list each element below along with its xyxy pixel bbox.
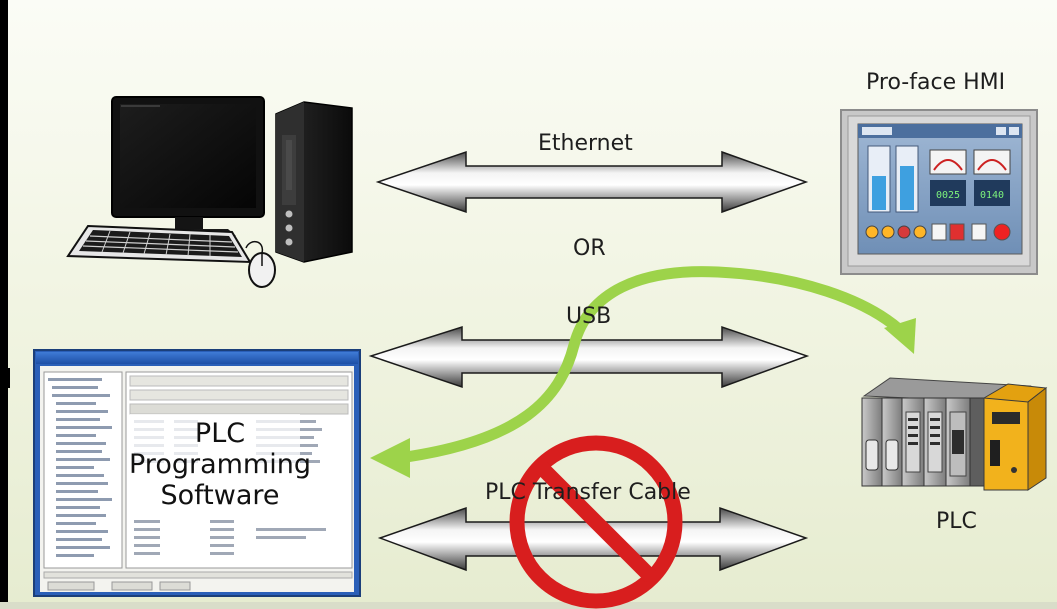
left-edge-tick [0,368,10,388]
software-caption-line2: Programming [129,449,311,481]
or-label: OR [573,236,606,261]
green-connection-arrow [370,266,916,478]
svg-text:0140: 0140 [980,190,1004,201]
computer-icon [66,96,353,288]
hmi-label: Pro-face HMI [866,70,1006,95]
software-caption-line3: Software [160,480,280,512]
usb-arrow [368,325,810,389]
ethernet-arrow [375,150,809,214]
bottom-edge-bar [0,602,1057,609]
software-caption-line1: PLC [194,418,246,449]
software-window-icon [33,349,361,597]
transfer-cable-arrow [377,506,809,572]
left-edge-bar [0,0,8,609]
hmi-panel-icon: 0025 0140 [840,109,1038,275]
prohibited-sign-icon [509,435,683,609]
software-caption: PLC Programming Software [115,418,325,511]
transfer-cable-label: PLC Transfer Cable [485,480,691,505]
plc-label: PLC [936,509,977,534]
plc-hardware-icon [861,377,1048,491]
ethernet-label: Ethernet [538,131,633,156]
usb-label: USB [566,304,612,329]
svg-text:0025: 0025 [936,190,960,201]
